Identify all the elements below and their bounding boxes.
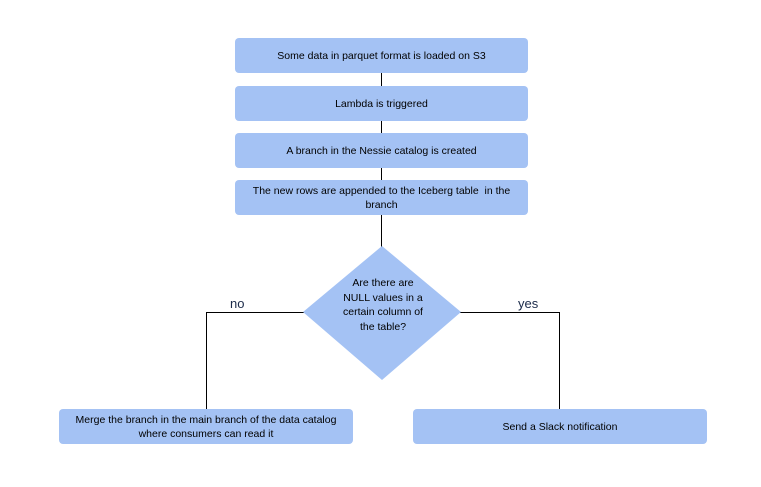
branch-label-no: no [230, 296, 245, 311]
connector-step3-step4 [381, 168, 382, 180]
connector-decision-yes-horizontal [460, 312, 560, 313]
node-lambda-triggered: Lambda is triggered [235, 86, 528, 121]
connector-step1-step2 [381, 73, 382, 86]
node-branch-created: A branch in the Nessie catalog is create… [235, 133, 528, 168]
node-branch-created-text: A branch in the Nessie catalog is create… [286, 144, 477, 157]
node-lambda-triggered-text: Lambda is triggered [335, 97, 428, 110]
branch-label-yes: yes [518, 296, 539, 311]
node-parquet-loaded-text: Some data in parquet format is loaded on… [277, 49, 486, 62]
node-parquet-loaded: Some data in parquet format is loaded on… [235, 38, 528, 73]
connector-step4-decision [381, 215, 382, 248]
decision-diamond-shape [303, 246, 461, 380]
connector-step2-step3 [381, 121, 382, 133]
node-rows-appended-text: The new rows are appended to the Iceberg… [252, 184, 514, 211]
decision-question: Are there are NULL values in a certain c… [343, 277, 423, 333]
node-merge-branch: Merge the branch in the main branch of t… [59, 409, 353, 444]
connector-decision-no-horizontal [206, 312, 304, 313]
node-slack-notification-text: Send a Slack notification [502, 420, 618, 433]
node-rows-appended: The new rows are appended to the Iceberg… [235, 180, 528, 215]
node-merge-branch-text: Merge the branch in the main branch of t… [75, 413, 337, 440]
connector-decision-no-vertical [206, 312, 207, 409]
node-slack-notification: Send a Slack notification [413, 409, 707, 444]
connector-decision-yes-vertical [559, 312, 560, 409]
